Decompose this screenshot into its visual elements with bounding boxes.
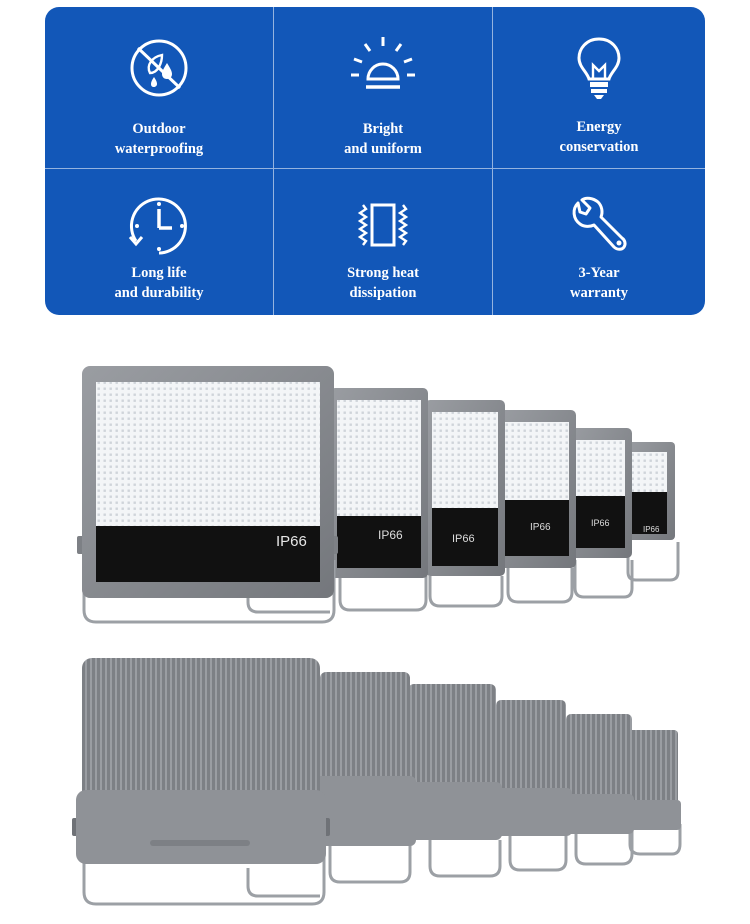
feature-heat-dissipation: Strong heat dissipation bbox=[274, 169, 493, 315]
back-light-4 bbox=[492, 700, 572, 872]
back-light-2 bbox=[314, 672, 416, 884]
feature-label-line1: Strong heat bbox=[347, 265, 419, 281]
feature-label-line1: 3-Year bbox=[578, 265, 620, 281]
back-light-5 bbox=[562, 714, 634, 866]
feature-label-line2: waterproofing bbox=[114, 141, 204, 157]
front-light-1: IP66 bbox=[77, 366, 338, 624]
back-light-1 bbox=[72, 658, 330, 906]
feature-label-line2: warranty bbox=[570, 285, 628, 301]
back-light-6 bbox=[625, 730, 682, 856]
front-light-5: IP66 bbox=[568, 428, 634, 599]
clock-icon bbox=[128, 197, 187, 255]
floodlight-product-photos: IP66 IP66 IP66 IP66 IP66 IP66 bbox=[72, 366, 682, 906]
ip-rating-label: IP66 bbox=[591, 518, 610, 528]
feature-long-life: Long life and durability bbox=[45, 169, 274, 315]
ip-rating-label: IP66 bbox=[643, 525, 660, 534]
heat-dissipation-icon bbox=[357, 203, 409, 247]
feature-bright-uniform: Bright and uniform bbox=[274, 7, 493, 169]
wrench-icon bbox=[572, 196, 627, 251]
back-light-3 bbox=[404, 684, 502, 878]
waterproof-icon bbox=[130, 39, 188, 97]
ip-rating-label: IP66 bbox=[378, 528, 403, 542]
feature-label-line1: Outdoor bbox=[132, 121, 186, 137]
ip-rating-label: IP66 bbox=[530, 522, 551, 533]
feature-label-line1: Energy bbox=[576, 119, 622, 135]
feature-label-line2: conservation bbox=[559, 139, 639, 155]
feature-outdoor-waterproofing: Outdoor waterproofing bbox=[45, 7, 274, 169]
front-light-4: IP66 bbox=[498, 410, 576, 604]
ip-rating-label: IP66 bbox=[276, 533, 307, 550]
feature-warranty: 3-Year warranty bbox=[493, 169, 705, 315]
sun-icon bbox=[351, 37, 415, 89]
feature-label-line1: Bright bbox=[362, 121, 404, 137]
feature-label-line2: and durability bbox=[114, 285, 204, 301]
feature-label-line2: and uniform bbox=[344, 141, 422, 157]
feature-label-line1: Long life bbox=[131, 265, 187, 281]
lightbulb-icon bbox=[577, 37, 621, 99]
front-light-6: IP66 bbox=[625, 442, 680, 582]
feature-label-line2: dissipation bbox=[349, 285, 417, 301]
front-light-3: IP66 bbox=[425, 400, 505, 608]
ip-rating-label: IP66 bbox=[452, 533, 475, 545]
front-light-2: IP66 bbox=[330, 388, 428, 612]
feature-panel: Outdoor waterproofing Bright and uniform bbox=[45, 7, 705, 315]
feature-energy-conservation: Energy conservation bbox=[493, 7, 705, 169]
